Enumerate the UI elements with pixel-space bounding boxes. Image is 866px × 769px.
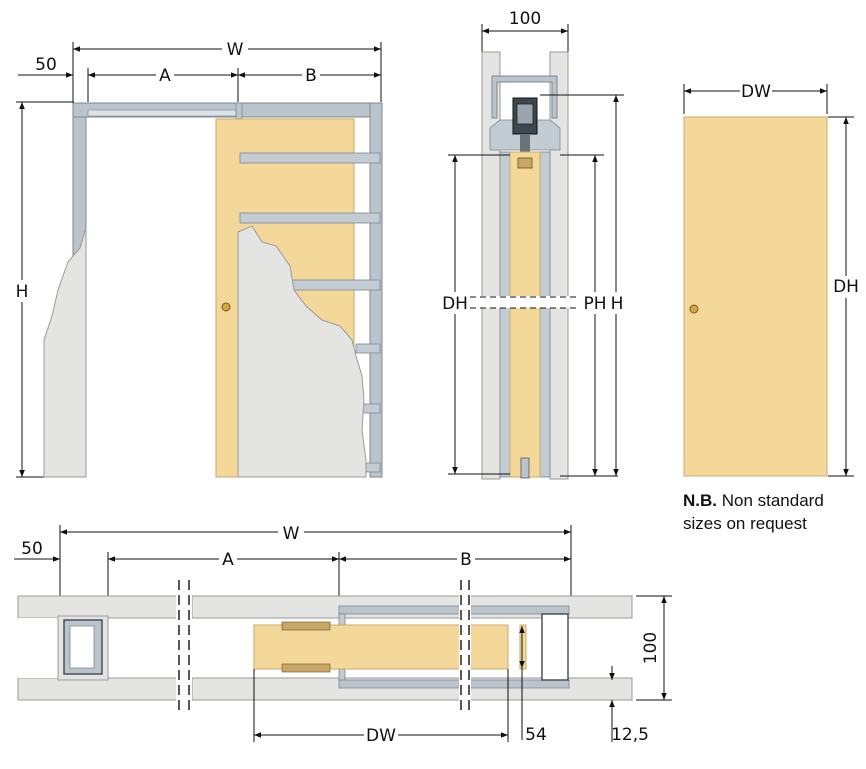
section-ph-label: PH	[583, 294, 606, 314]
plan-100-label: 100	[641, 632, 661, 664]
non-standard-note: N.B. Non standard sizes on request	[683, 489, 853, 535]
plan-54-label: 54	[525, 725, 547, 745]
elevation-w-label: W	[227, 40, 244, 60]
plan-b-label: B	[460, 550, 472, 570]
door-leaf-view: DW DH	[683, 82, 860, 477]
elevation-50-label: 50	[35, 55, 57, 75]
plan-w-label: W	[283, 524, 300, 544]
section-view: 100 DH PH	[442, 9, 625, 480]
note-text: Non standard	[717, 491, 824, 510]
plan-12-5-label: 12,5	[611, 725, 649, 745]
door-dh-label: DH	[833, 277, 859, 297]
elevation-b-label: B	[305, 66, 317, 86]
elevation-h-label: H	[16, 282, 29, 302]
note-nb: N.B.	[683, 491, 717, 510]
section-100-label: 100	[509, 9, 541, 29]
section-dh-label: DH	[442, 294, 468, 314]
plan-a-label: A	[222, 550, 234, 570]
section-h-label: H	[611, 294, 624, 314]
note-text-2: sizes on request	[683, 514, 807, 533]
elevation-view: W A B 50 H	[14, 38, 383, 478]
elevation-a-label: A	[159, 66, 171, 86]
plan-50-label: 50	[21, 539, 43, 559]
plan-dw-label: DW	[366, 726, 396, 746]
door-dw-label: DW	[741, 82, 771, 102]
plan-view: W 50 A B	[14, 522, 672, 747]
